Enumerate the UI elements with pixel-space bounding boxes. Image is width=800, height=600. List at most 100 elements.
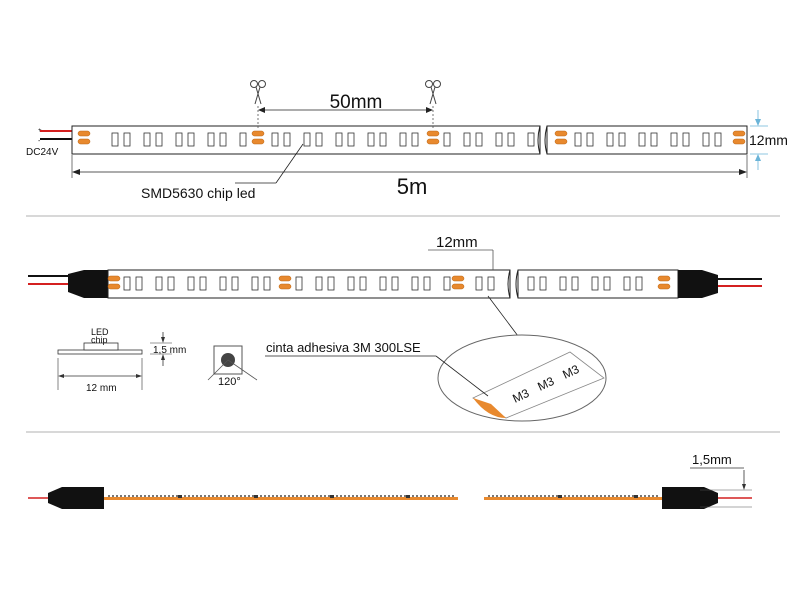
led-chip — [143, 132, 151, 147]
led-profile-bump — [396, 495, 398, 497]
solder-pad-row — [107, 275, 671, 290]
led-chip — [411, 132, 419, 147]
led-chip — [199, 276, 207, 291]
led-chip — [423, 276, 431, 291]
led-profile-bump — [224, 495, 226, 497]
led-profile-bump — [632, 495, 634, 497]
led-chip — [714, 132, 722, 147]
solder-pad — [451, 283, 465, 290]
led-chip — [399, 132, 407, 147]
led-profile-bump — [184, 495, 186, 497]
led-profile-bump — [200, 495, 202, 497]
led-chip — [123, 132, 131, 147]
led-profile-bump — [536, 495, 538, 497]
strip-profile-left — [104, 497, 458, 500]
led-profile-bump — [240, 495, 242, 497]
strip-profile-right — [484, 497, 662, 500]
led-chip — [347, 132, 355, 147]
adhesive-label: cinta adhesiva 3M 300LSE — [266, 340, 421, 355]
led-profile-bump — [120, 495, 122, 497]
led-profile-bump — [364, 495, 366, 497]
led-profile-bump — [592, 495, 594, 497]
solder-pad — [426, 138, 440, 145]
thickness-dimension — [690, 467, 752, 508]
zoom-leader-line — [487, 295, 519, 337]
cross-width-label: 12 mm — [86, 383, 117, 394]
adhesive-tape-detail: M3 M3 M3 — [472, 351, 605, 419]
angle-label: 120° — [218, 376, 241, 388]
adhesive-leader-line — [435, 355, 489, 397]
led-profile-bump — [156, 495, 158, 497]
led-chip — [379, 132, 387, 147]
led-row — [123, 276, 643, 291]
led-profile-bump — [540, 495, 542, 497]
led-profile-bump — [352, 495, 354, 497]
led-profile-bump — [356, 495, 358, 497]
led-chip — [271, 132, 279, 147]
led-profile-bump — [284, 495, 286, 497]
led-profile-bump — [324, 495, 326, 497]
led-chip — [591, 276, 599, 291]
led-profile-bump — [328, 495, 330, 497]
led-chip — [495, 132, 503, 147]
led-chip — [263, 276, 271, 291]
led-profile-bump — [160, 495, 162, 497]
led-profile-bump — [628, 495, 630, 497]
led-profile-bump — [544, 495, 546, 497]
led-profile-bump — [612, 495, 614, 497]
led-chip — [618, 132, 626, 147]
solder-pad — [107, 275, 121, 282]
end-cap-connector — [678, 270, 718, 298]
led-profile-bump — [264, 495, 266, 497]
solder-pad — [251, 130, 265, 137]
led-profile-bump — [176, 495, 178, 497]
led-chip — [187, 132, 195, 147]
led-profile-bump — [656, 495, 658, 497]
led-chip — [606, 132, 614, 147]
led-profile-bump — [524, 495, 526, 497]
led-profile-bump — [452, 495, 454, 497]
led-chip — [123, 276, 131, 291]
led-chip — [315, 276, 323, 291]
led-profile-bump — [648, 495, 650, 497]
led-profile-bump — [516, 495, 518, 497]
pad-profile — [254, 495, 258, 498]
led-profile-bump — [172, 495, 174, 497]
led-profile-bump — [572, 495, 574, 497]
led-chip — [586, 132, 594, 147]
led-profile-bump — [140, 495, 142, 497]
led-profile-bump — [616, 495, 618, 497]
led-chip — [603, 276, 611, 291]
led-profile-bump — [308, 495, 310, 497]
led-profile-bump — [444, 495, 446, 497]
led-profile-bump — [128, 495, 130, 497]
pad-profile — [178, 495, 182, 498]
led-profile-bump — [604, 495, 606, 497]
pad-profile — [558, 495, 562, 498]
led-profile-bump — [316, 495, 318, 497]
led-profile-bump — [404, 495, 406, 497]
solder-pad — [451, 275, 465, 282]
led-profile-bump — [232, 495, 234, 497]
solder-pad — [77, 138, 91, 145]
led-profile-bump — [428, 495, 430, 497]
solder-pad — [77, 130, 91, 137]
chip-label-small: chip — [91, 335, 108, 345]
led-profile-bump — [624, 495, 626, 497]
led-chip — [623, 276, 631, 291]
width-label-side: 12mm — [436, 234, 478, 251]
solder-pad — [657, 275, 671, 282]
end-cap-connector — [68, 270, 108, 298]
led-profile-bump — [236, 495, 238, 497]
led-chip — [359, 276, 367, 291]
led-profile-bump — [580, 495, 582, 497]
led-profile-bump — [244, 495, 246, 497]
chip-label: SMD5630 chip led — [141, 185, 255, 201]
width-dimension — [750, 110, 768, 170]
led-profile-bump — [208, 495, 210, 497]
width-label: 12mm — [749, 132, 788, 148]
led-profile-bump — [420, 495, 422, 497]
led-chip — [175, 132, 183, 147]
led-chip — [295, 276, 303, 291]
led-profile-bump — [196, 495, 198, 497]
